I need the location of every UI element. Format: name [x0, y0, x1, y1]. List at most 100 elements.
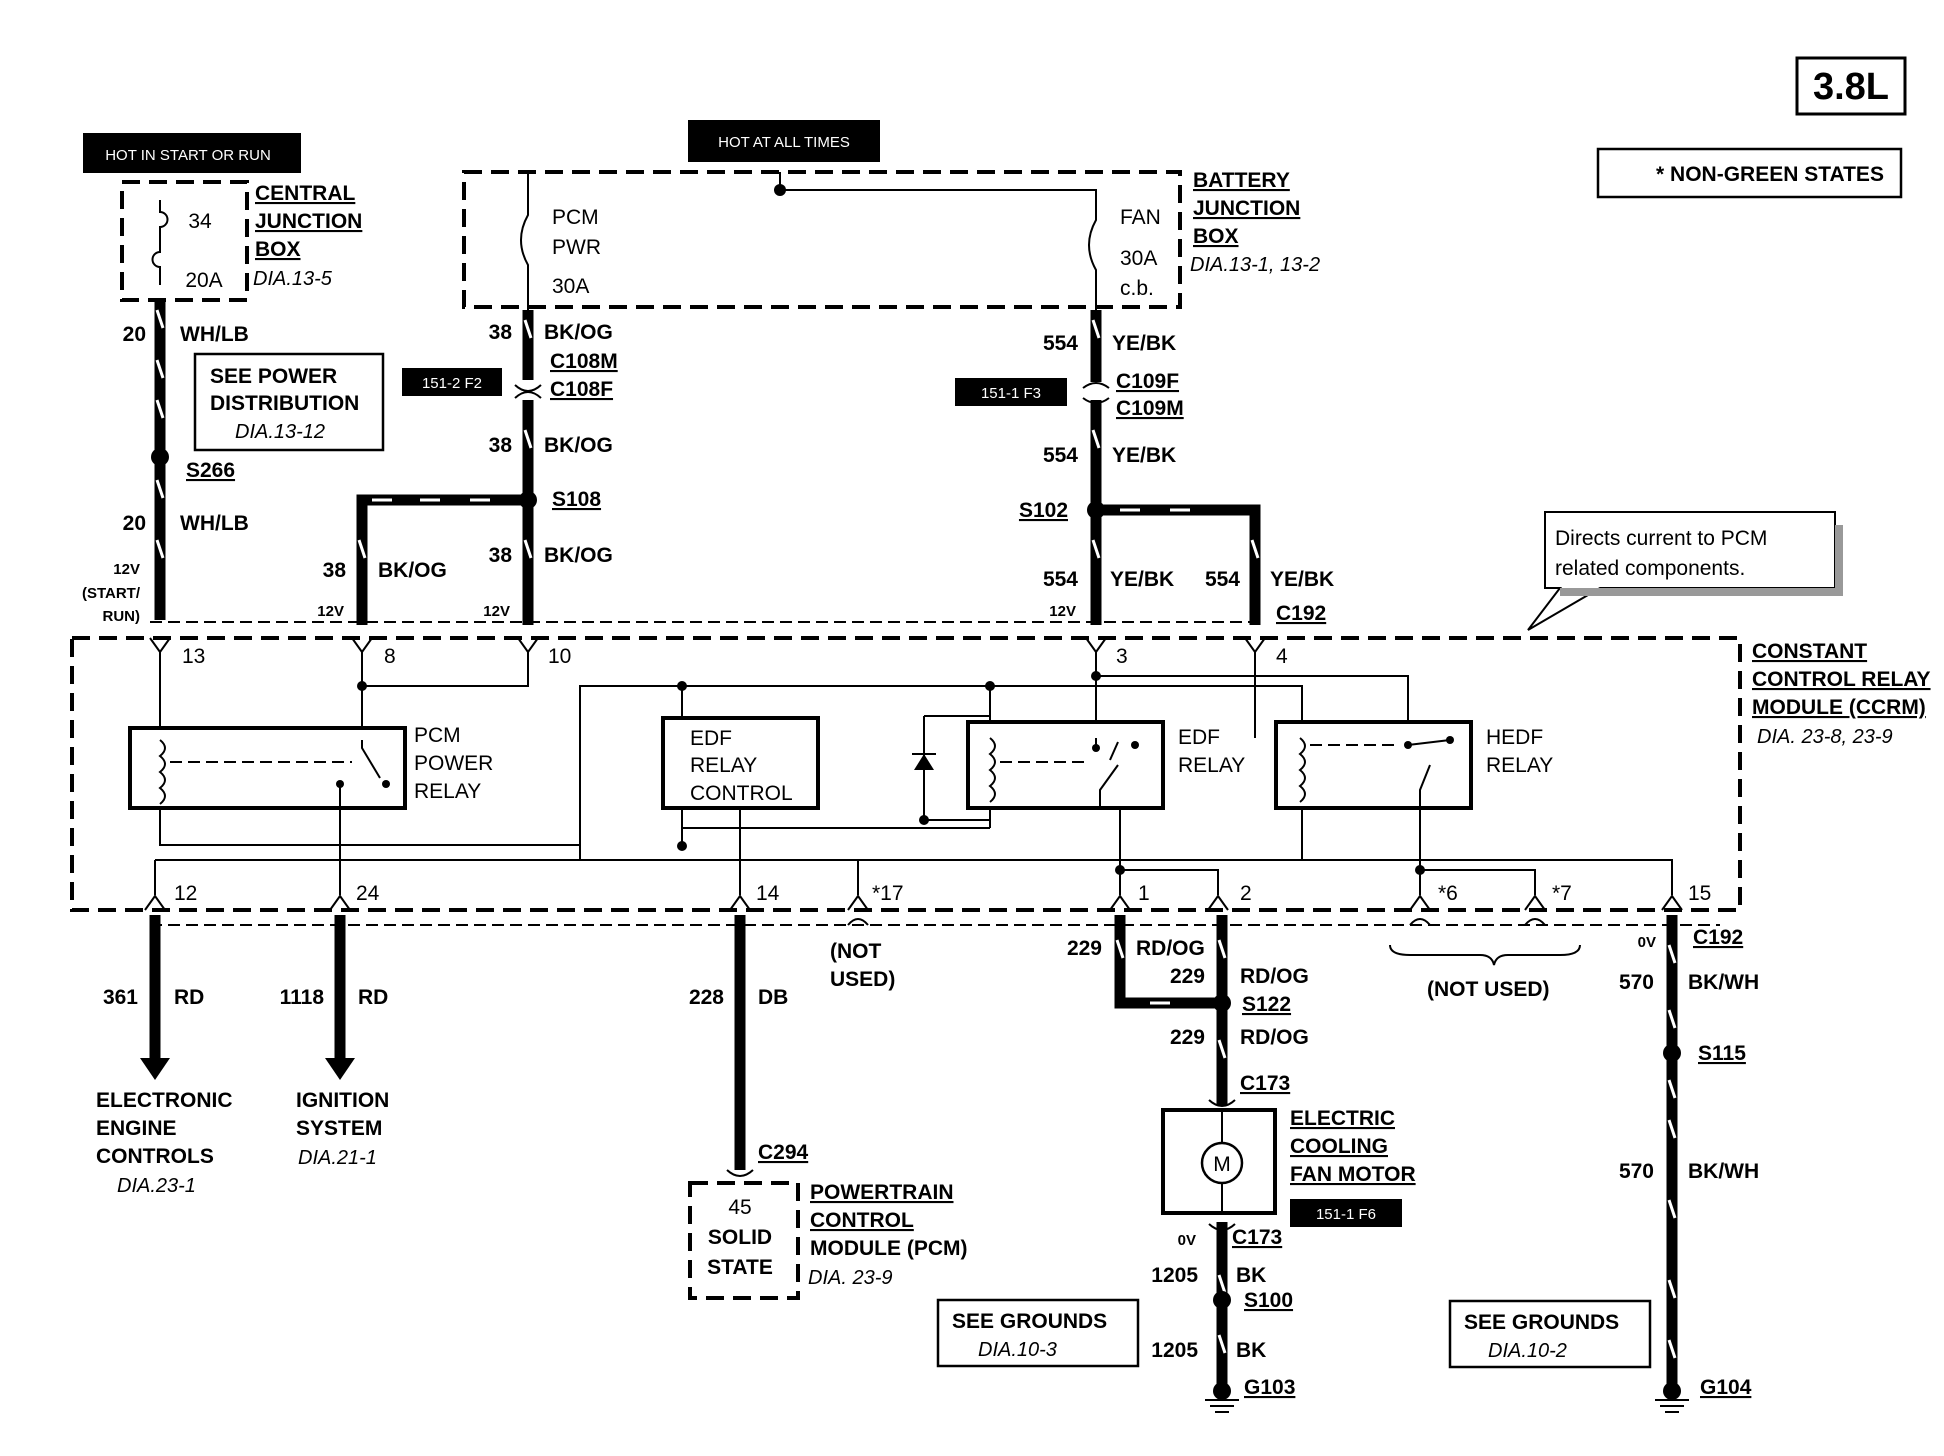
svg-text:38: 38 — [489, 544, 513, 567]
svg-text:PCM: PCM — [552, 206, 599, 229]
svg-text:YE/BK: YE/BK — [1112, 332, 1176, 355]
svg-text:C294: C294 — [758, 1141, 809, 1164]
svg-text:1: 1 — [1138, 882, 1150, 905]
svg-text:CONTROL: CONTROL — [810, 1209, 914, 1232]
svg-text:(NOT USED): (NOT USED) — [1427, 978, 1550, 1001]
svg-text:BK: BK — [1236, 1339, 1266, 1362]
not-used-6-7: (NOT USED) — [1389, 918, 1581, 1001]
svg-text:RD/OG: RD/OG — [1136, 937, 1205, 960]
svg-text:13: 13 — [182, 645, 205, 668]
svg-text:SOLID: SOLID — [708, 1226, 772, 1249]
svg-text:related components.: related components. — [1555, 557, 1745, 580]
svg-text:USED): USED) — [830, 968, 895, 991]
pcm-power-relay: PCM POWER RELAY — [128, 724, 493, 810]
svg-text:S108: S108 — [552, 488, 601, 511]
svg-text:(START/: (START/ — [82, 585, 141, 602]
svg-text:151-2 F2: 151-2 F2 — [422, 375, 482, 392]
svg-text:CONTROL: CONTROL — [690, 782, 793, 805]
svg-text:DIA.13-1, 13-2: DIA.13-1, 13-2 — [1190, 254, 1320, 276]
svg-text:38: 38 — [489, 321, 513, 344]
svg-text:IGNITION: IGNITION — [296, 1089, 389, 1112]
svg-text:C109M: C109M — [1116, 397, 1184, 420]
svg-text:DIA. 23-8, 23-9: DIA. 23-8, 23-9 — [1757, 726, 1893, 748]
svg-text:CONTROLS: CONTROLS — [96, 1145, 214, 1168]
svg-text:45: 45 — [728, 1196, 751, 1219]
see-grounds-10-3: SEE GROUNDS DIA.10-3 — [936, 1298, 1140, 1368]
svg-text:361: 361 — [103, 986, 138, 1009]
svg-text:JUNCTION: JUNCTION — [255, 210, 362, 233]
svg-text:1205: 1205 — [1151, 1339, 1198, 1362]
hot-all-times-label: HOT AT ALL TIMES — [688, 120, 880, 162]
svg-text:RD: RD — [358, 986, 388, 1009]
svg-text:ENGINE: ENGINE — [96, 1117, 177, 1140]
svg-text:RELAY: RELAY — [1486, 754, 1553, 777]
svg-text:DIA.10-3: DIA.10-3 — [978, 1339, 1057, 1361]
svg-text:BK/WH: BK/WH — [1688, 971, 1759, 994]
svg-text:4: 4 — [1276, 645, 1288, 668]
svg-text:EDF: EDF — [1178, 726, 1220, 749]
svg-text:CENTRAL: CENTRAL — [255, 182, 355, 205]
svg-text:229: 229 — [1170, 965, 1205, 988]
wire-1118-rd: 1118 RD — [280, 915, 388, 1080]
svg-text:DIA.13-5: DIA.13-5 — [253, 268, 333, 290]
svg-text:DIA.13-12: DIA.13-12 — [235, 421, 325, 443]
svg-text:2: 2 — [1240, 882, 1252, 905]
svg-text:CONTROL RELAY: CONTROL RELAY — [1752, 668, 1931, 691]
svg-text:DIA.23-1: DIA.23-1 — [117, 1175, 196, 1197]
tag-151-1-f6: 151-1 F6 — [1290, 1199, 1402, 1227]
callout-note: Directs current to PCM related component… — [1527, 511, 1843, 631]
svg-text:FAN: FAN — [1120, 206, 1161, 229]
tag-151-1-f3: 151-1 F3 — [955, 378, 1067, 406]
central-junction-box: 34 20A CENTRAL JUNCTION BOX DIA.13-5 — [120, 180, 362, 302]
svg-text:YE/BK: YE/BK — [1110, 568, 1174, 591]
svg-text:SEE POWER: SEE POWER — [210, 365, 337, 388]
svg-text:38: 38 — [323, 559, 347, 582]
svg-text:* NON-GREEN STATES: * NON-GREEN STATES — [1656, 163, 1884, 186]
svg-text:12V: 12V — [483, 603, 510, 620]
engine-badge: 3.8L — [1795, 56, 1907, 116]
svg-text:Directs current to PCM: Directs current to PCM — [1555, 527, 1767, 550]
wire-229-rd-og: 229 RD/OG 229 RD/OG S122 229 RD/OG C173 — [1067, 915, 1309, 1107]
ignition-system: IGNITION SYSTEM DIA.21-1 — [296, 1089, 389, 1169]
svg-text:570: 570 — [1619, 1160, 1654, 1183]
see-power-distribution: SEE POWER DISTRIBUTION DIA.13-12 — [193, 352, 385, 452]
svg-text:C173: C173 — [1240, 1072, 1290, 1095]
svg-text:BK/OG: BK/OG — [544, 321, 613, 344]
svg-text:FAN MOTOR: FAN MOTOR — [1290, 1163, 1416, 1186]
svg-text:20: 20 — [123, 512, 146, 535]
svg-text:HEDF: HEDF — [1486, 726, 1543, 749]
edf-relay: EDF RELAY — [966, 720, 1245, 810]
svg-text:ELECTRIC: ELECTRIC — [1290, 1107, 1395, 1130]
svg-text:1118: 1118 — [280, 986, 325, 1009]
svg-text:COOLING: COOLING — [1290, 1135, 1388, 1158]
svg-text:BK/OG: BK/OG — [378, 559, 447, 582]
svg-text:RELAY: RELAY — [690, 754, 757, 777]
electric-cooling-fan-motor: M ELECTRIC COOLING FAN MOTOR — [1161, 1107, 1416, 1215]
svg-text:(NOT: (NOT — [830, 940, 881, 963]
non-green-legend: * NON-GREEN STATES — [1596, 147, 1903, 199]
svg-text:34: 34 — [188, 210, 212, 233]
svg-text:BK/OG: BK/OG — [544, 434, 613, 457]
svg-text:15: 15 — [1688, 882, 1711, 905]
svg-text:554: 554 — [1043, 332, 1078, 355]
svg-text:228: 228 — [689, 986, 724, 1009]
wire-554-ye-bk: 554 YE/BK C109F C109M 554 YE/BK S102 554… — [1019, 310, 1334, 625]
svg-text:151-1 F3: 151-1 F3 — [981, 385, 1041, 402]
svg-text:RELAY: RELAY — [1178, 754, 1245, 777]
not-used-17: (NOT USED) — [830, 918, 895, 991]
svg-text:S122: S122 — [1242, 993, 1291, 1016]
svg-text:RD/OG: RD/OG — [1240, 965, 1309, 988]
svg-text:RUN): RUN) — [103, 608, 141, 625]
svg-text:G103: G103 — [1244, 1376, 1295, 1399]
svg-text:C173: C173 — [1232, 1226, 1282, 1249]
svg-text:3: 3 — [1116, 645, 1128, 668]
wire-20-wh-lb: 20 WH/LB S266 20 WH/LB 12V (START/ RUN) — [82, 300, 249, 625]
svg-text:S102: S102 — [1019, 499, 1068, 522]
svg-text:0V: 0V — [1178, 1232, 1196, 1249]
svg-text:JUNCTION: JUNCTION — [1193, 197, 1300, 220]
wire-570-bk-wh: 0V C192 570 BK/WH S115 570 BK/WH G104 — [1619, 915, 1759, 1413]
svg-text:DB: DB — [758, 986, 788, 1009]
svg-text:*17: *17 — [872, 882, 904, 905]
electronic-engine-controls: ELECTRONIC ENGINE CONTROLS DIA.23-1 — [96, 1089, 233, 1197]
svg-text:DISTRIBUTION: DISTRIBUTION — [210, 392, 359, 415]
